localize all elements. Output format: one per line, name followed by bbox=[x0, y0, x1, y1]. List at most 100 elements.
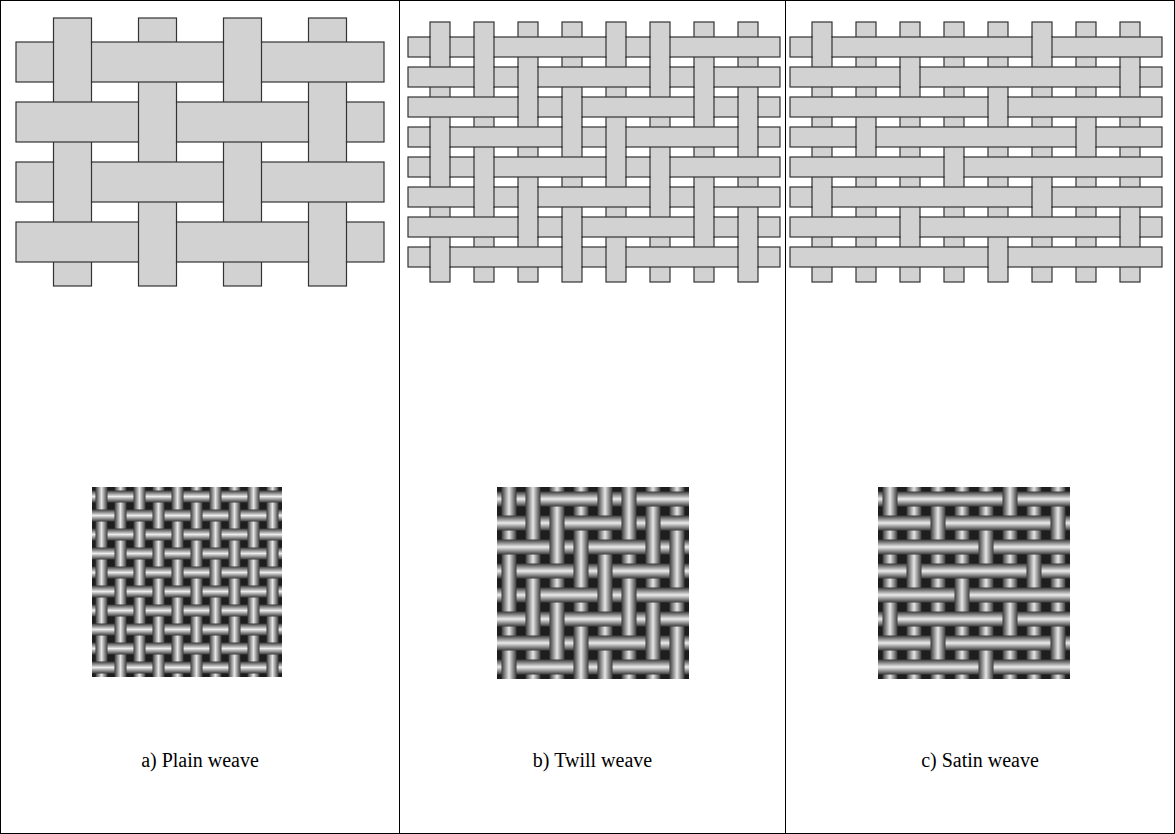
warp-edge bbox=[537, 186, 538, 208]
warp-float bbox=[1003, 491, 1018, 508]
warp-edge bbox=[737, 246, 738, 268]
warp-float bbox=[134, 642, 146, 656]
warp-float bbox=[1033, 186, 1052, 208]
warp-edge bbox=[757, 126, 758, 148]
warp-float bbox=[502, 491, 517, 508]
warp-edge bbox=[308, 221, 309, 263]
warp-float bbox=[229, 547, 241, 561]
weave-texture bbox=[497, 487, 689, 679]
warp-float bbox=[248, 604, 260, 618]
warp-edge bbox=[581, 246, 582, 268]
warp-float bbox=[96, 528, 108, 542]
warp-float bbox=[563, 126, 582, 148]
weft-yarn bbox=[497, 540, 689, 555]
warp-float bbox=[210, 490, 222, 504]
warp-float bbox=[526, 515, 541, 532]
warp-float bbox=[134, 528, 146, 542]
warp-float bbox=[563, 246, 582, 268]
warp-float bbox=[563, 96, 582, 118]
weft-yarn bbox=[878, 540, 1070, 555]
warp-float bbox=[248, 528, 260, 542]
warp-float bbox=[115, 509, 127, 523]
warp-float bbox=[1051, 515, 1066, 532]
warp-float bbox=[622, 611, 637, 628]
warp-edge bbox=[581, 126, 582, 148]
warp-edge bbox=[1075, 126, 1076, 148]
warp-edge bbox=[429, 156, 430, 178]
warp-float bbox=[431, 126, 450, 148]
weft-yarn bbox=[497, 612, 689, 627]
warp-float bbox=[670, 563, 685, 580]
warp-edge bbox=[963, 156, 964, 178]
warp-edge bbox=[625, 246, 626, 268]
weft-yarn bbox=[790, 187, 1162, 207]
warp-float bbox=[172, 642, 184, 656]
warp-float bbox=[229, 661, 241, 675]
warp-edge bbox=[176, 101, 177, 143]
warp-float bbox=[550, 515, 565, 532]
weft-yarn bbox=[92, 605, 282, 617]
warp-float bbox=[550, 539, 565, 556]
warp-float bbox=[670, 659, 685, 676]
warp-float bbox=[210, 528, 222, 542]
warp-float bbox=[229, 509, 241, 523]
warp-float bbox=[431, 36, 450, 58]
warp-float bbox=[134, 490, 146, 504]
warp-float bbox=[309, 221, 346, 263]
panel-caption: a) Plain weave bbox=[1, 749, 399, 772]
warp-float bbox=[210, 566, 222, 580]
warp-float bbox=[134, 604, 146, 618]
warp-edge bbox=[649, 156, 650, 178]
warp-float bbox=[901, 216, 920, 238]
warp-float bbox=[519, 66, 538, 88]
warp-edge bbox=[561, 126, 562, 148]
weft-yarn bbox=[497, 588, 689, 603]
warp-float bbox=[153, 547, 165, 561]
weft-yarn bbox=[497, 636, 689, 651]
warp-edge bbox=[649, 36, 650, 58]
warp-edge bbox=[1119, 66, 1120, 88]
weft-yarn bbox=[497, 492, 689, 507]
warp-float bbox=[1027, 563, 1042, 580]
warp-float bbox=[431, 156, 450, 178]
warp-float bbox=[1077, 126, 1096, 148]
warp-float bbox=[267, 661, 279, 675]
warp-edge bbox=[449, 36, 450, 58]
weft-yarn bbox=[16, 222, 384, 262]
warp-edge bbox=[1031, 36, 1032, 58]
warp-yarn bbox=[606, 22, 626, 282]
warp-float bbox=[979, 539, 994, 556]
warp-edge bbox=[517, 66, 518, 88]
warp-float bbox=[651, 36, 670, 58]
warp-float bbox=[1003, 611, 1018, 628]
weft-yarn bbox=[408, 187, 780, 207]
weft-yarn bbox=[497, 516, 689, 531]
warp-float bbox=[210, 604, 222, 618]
warp-edge bbox=[53, 161, 54, 203]
warp-edge bbox=[625, 156, 626, 178]
warp-edge bbox=[561, 216, 562, 238]
warp-edge bbox=[943, 156, 944, 178]
warp-float bbox=[574, 539, 589, 556]
warp-float bbox=[139, 101, 176, 143]
warp-float bbox=[475, 66, 494, 88]
warp-edge bbox=[449, 246, 450, 268]
warp-yarn bbox=[1032, 22, 1052, 282]
warp-yarn bbox=[474, 22, 494, 282]
warp-edge bbox=[473, 66, 474, 88]
weft-yarn bbox=[92, 662, 282, 674]
warp-float bbox=[115, 623, 127, 637]
warp-float bbox=[598, 587, 613, 604]
warp-float bbox=[945, 156, 964, 178]
warp-float bbox=[646, 635, 661, 652]
warp-float bbox=[248, 642, 260, 656]
warp-float bbox=[210, 642, 222, 656]
warp-float bbox=[191, 509, 203, 523]
warp-edge bbox=[1007, 96, 1008, 118]
warp-edge bbox=[831, 36, 832, 58]
weft-yarn bbox=[92, 529, 282, 541]
weft-yarn bbox=[408, 67, 780, 87]
weft-yarn bbox=[878, 660, 1070, 675]
warp-yarn bbox=[944, 22, 964, 282]
warp-float bbox=[931, 635, 946, 652]
